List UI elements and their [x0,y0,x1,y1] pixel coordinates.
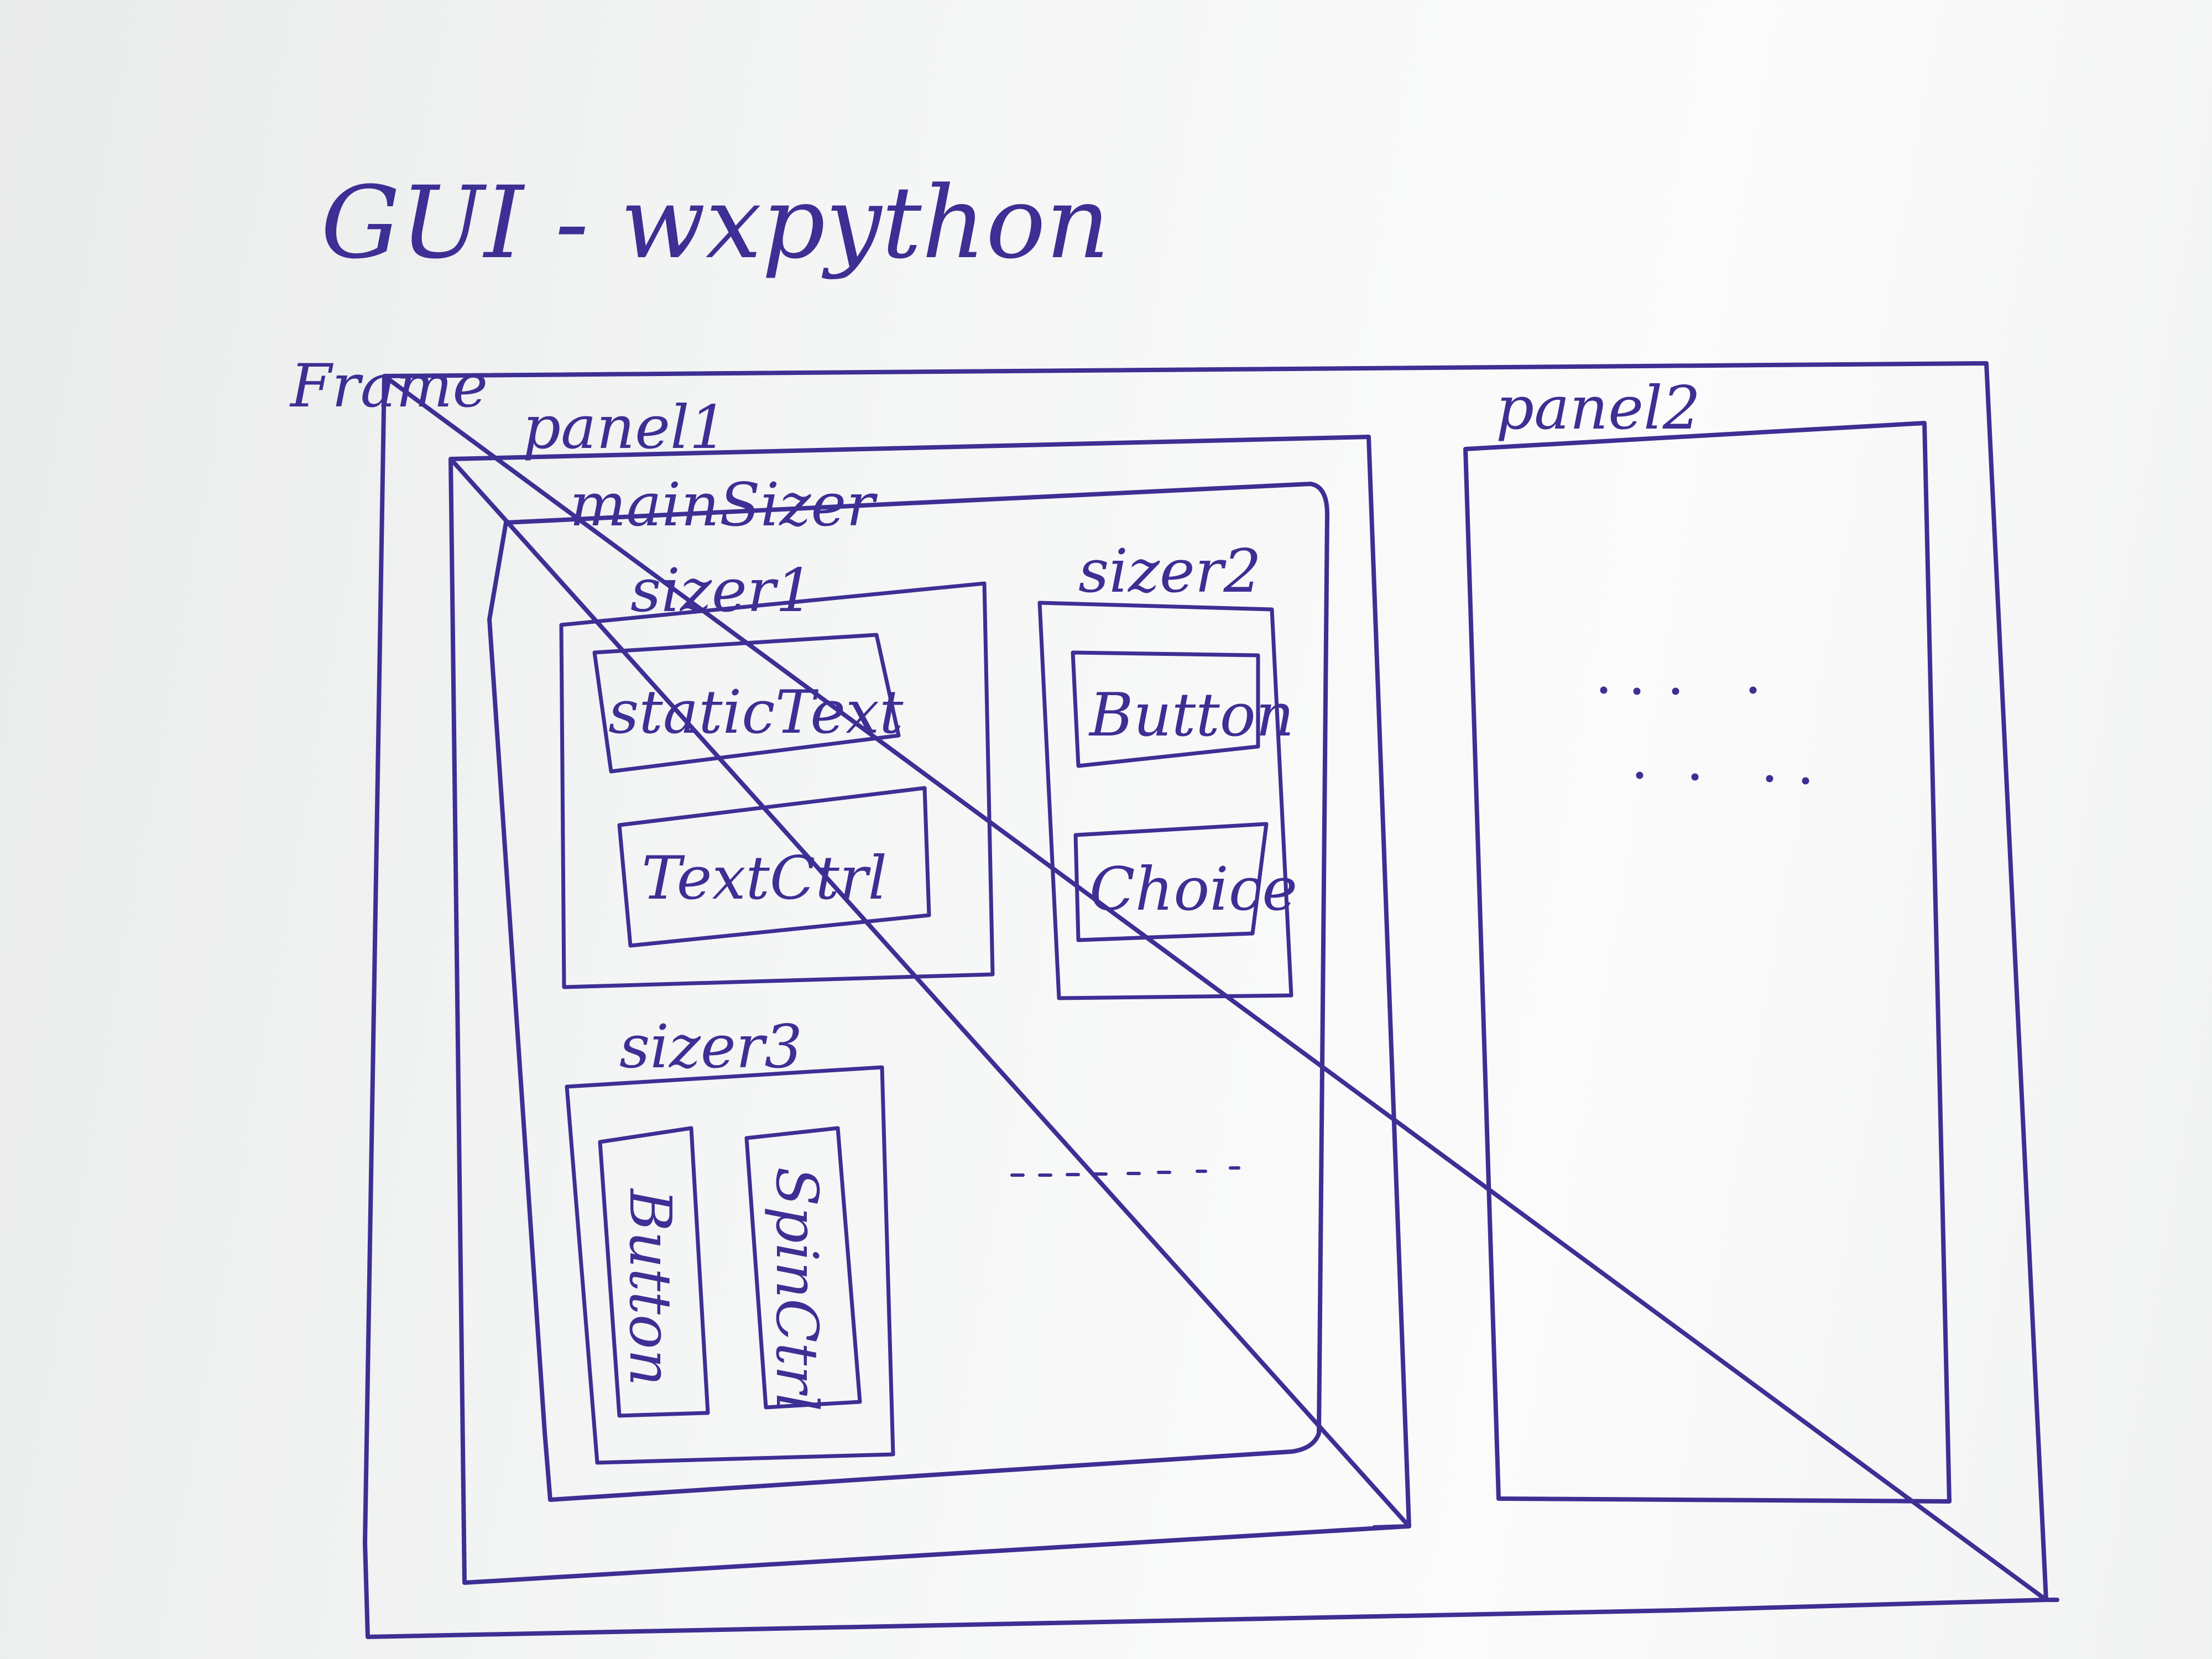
diagram-title: GUI - wxpython [321,165,1110,281]
text-ctrl-label: TextCtrl [641,844,887,913]
sizer1-box [559,581,995,989]
spin-ctrl-label: SpinCtrl [763,1167,831,1411]
frame-label: Frame [289,352,488,421]
sizer2-button-box [1071,650,1260,768]
panel1-box [448,435,1411,1585]
panel2-label: panel2 [1496,374,1700,443]
sizer2-box [1037,601,1293,1000]
sizer3-box [565,1065,895,1465]
sizer3-label: sizer3 [619,1013,802,1082]
main-sizer-box [487,482,1329,1502]
sizer2-label: sizer2 [1078,537,1261,606]
main-sizer-label: mainSizer [570,471,878,540]
panel2-box [1463,421,1952,1504]
sizer2-button-label: Button [1088,681,1294,750]
choice-box [1073,822,1269,942]
sizer1-label: sizer1 [630,556,813,625]
panel1-label: panel1 [523,393,727,462]
panel2-ellipsis [1600,686,1809,785]
spin-ctrl-box [744,1126,862,1410]
static-text-label: staticText [608,678,904,747]
frame-box [363,361,2059,1639]
text-ctrl-box [617,786,931,948]
sizer3-button-box [598,1126,710,1418]
static-text-box [592,633,901,774]
sizer3-button-label: Button [617,1188,684,1386]
main-sizer-ellipsis [1010,1166,1240,1177]
choice-label: Choice [1089,855,1297,924]
